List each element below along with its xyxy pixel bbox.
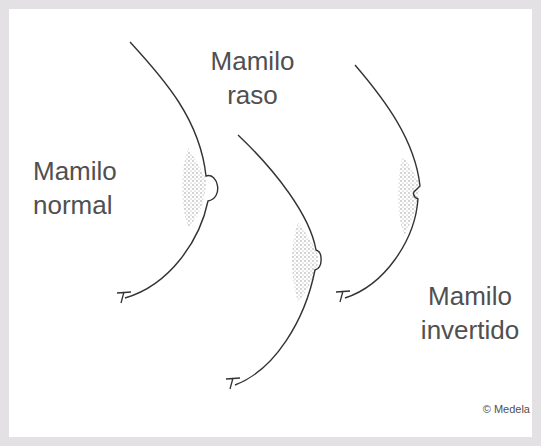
panel [9, 9, 532, 437]
label-inverted: Mamilo invertido [404, 280, 536, 348]
breast-outline [125, 42, 218, 298]
breast-flat [226, 135, 321, 389]
areola [182, 148, 206, 228]
fold-mark [226, 378, 240, 389]
breast-outline [345, 65, 420, 298]
breast-outline [235, 135, 321, 385]
fold-mark [336, 291, 350, 302]
fold-mark [117, 292, 131, 303]
label-normal: Mamilo normal [33, 155, 153, 223]
breast-inverted [336, 65, 420, 302]
areola [292, 222, 318, 302]
label-flat: Mamilo raso [190, 45, 315, 113]
breast-normal [117, 42, 218, 303]
copyright-watermark: © Medela [430, 402, 530, 416]
